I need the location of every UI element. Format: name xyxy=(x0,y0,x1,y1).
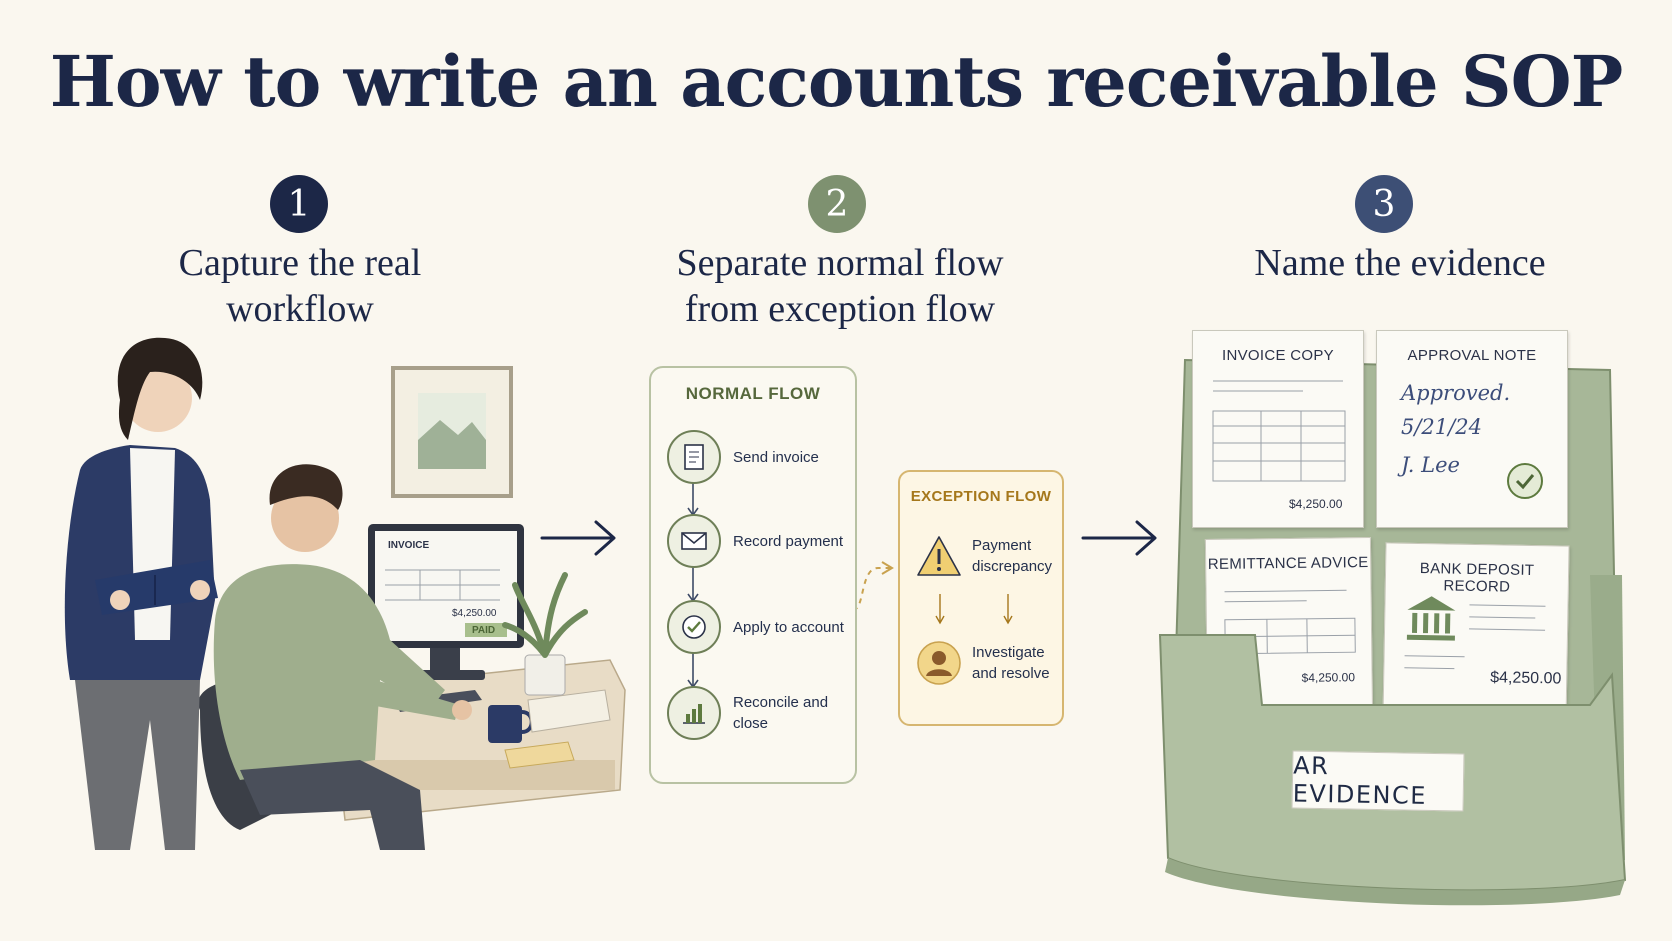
monitor-paid-stamp: PAID xyxy=(472,625,496,636)
approval-note-line: Approved. xyxy=(1401,381,1511,405)
step-2-title-line: from exception flow xyxy=(684,288,996,330)
document-amount: $4,250.00 xyxy=(1289,497,1343,511)
normal-flow-item: Reconcile and close xyxy=(667,686,845,740)
normal-flow-item: Record payment xyxy=(667,514,845,568)
step-1-title-line: workflow xyxy=(226,288,374,330)
step-1-title: Capture the real workflow xyxy=(120,240,480,332)
invoice-table-lines xyxy=(1212,380,1346,482)
normal-flow-item: Send invoice xyxy=(667,430,845,484)
normal-flow-item-label: Apply to account xyxy=(733,618,844,636)
monitor-invoice-heading: INVOICE xyxy=(388,540,430,551)
monitor-amount: $4,250.00 xyxy=(452,608,497,619)
exception-flow-panel: EXCEPTION FLOW Payment discrepancy Inves… xyxy=(898,470,1064,726)
step-1-title-line: Capture the real xyxy=(178,242,422,284)
document-amount: $4,250.00 xyxy=(1301,670,1356,685)
step-2-badge: 2 xyxy=(808,175,866,233)
step-3-badge: 3 xyxy=(1355,175,1413,233)
exception-flow-item-label: Payment discrepancy xyxy=(972,537,1053,575)
normal-flow-item: Apply to account xyxy=(667,600,845,654)
exception-flow-connectors xyxy=(935,594,1013,625)
folder-label: AR EVIDENCE xyxy=(1291,750,1465,812)
warning-icon xyxy=(917,536,961,576)
document-title: APPROVAL NOTE xyxy=(1407,347,1537,364)
normal-flow-item-label: Record payment xyxy=(733,532,844,550)
check-circle-icon xyxy=(667,600,721,654)
exception-flow-item: Investigate and resolve xyxy=(916,640,1068,686)
deposit-record-lines xyxy=(1404,604,1546,670)
exception-flow-heading: EXCEPTION FLOW xyxy=(910,488,1052,505)
step-2-title-line: Separate normal flow xyxy=(676,242,1004,284)
bank-deposit-record-document: BANK DEPOSIT RECORD $4,250.00 xyxy=(1382,542,1570,724)
approval-note-line: J. Lee xyxy=(1401,453,1460,477)
remittance-advice-document: REMITTANCE ADVICE $4,250.00 xyxy=(1204,536,1374,722)
exception-flow-item: Payment discrepancy xyxy=(916,534,1068,578)
approval-note-line: 5/21/24 xyxy=(1401,415,1482,439)
document-amount: $4,250.00 xyxy=(1490,669,1562,688)
approval-note-document: APPROVAL NOTE Approved. 5/21/24 J. Lee xyxy=(1376,330,1568,528)
normal-flow-item-label: Reconcile and close xyxy=(733,694,829,732)
page-title: How to write an accounts receivable SOP xyxy=(49,40,1623,123)
envelope-icon xyxy=(667,514,721,568)
bar-chart-icon xyxy=(667,686,721,740)
step-2-title: Separate normal flow from exception flow xyxy=(630,240,1050,332)
invoice-copy-document: INVOICE COPY $4,250.00 xyxy=(1192,330,1364,528)
document-icon xyxy=(667,430,721,484)
person-icon xyxy=(917,641,961,685)
normal-flow-panel: NORMAL FLOW Send invoice Record payment … xyxy=(649,366,857,784)
step-3-title: Name the evidence xyxy=(1180,240,1620,286)
exception-flow-item-label: Investigate and resolve xyxy=(972,644,1050,682)
step-1-badge: 1 xyxy=(270,175,328,233)
check-circle-icon xyxy=(1507,463,1543,499)
normal-flow-item-label: Send invoice xyxy=(733,448,819,466)
remittance-table-lines xyxy=(1224,589,1356,655)
step-3-title-line: Name the evidence xyxy=(1254,242,1546,284)
normal-flow-heading: NORMAL FLOW xyxy=(685,384,821,403)
document-title: INVOICE COPY xyxy=(1222,347,1334,364)
